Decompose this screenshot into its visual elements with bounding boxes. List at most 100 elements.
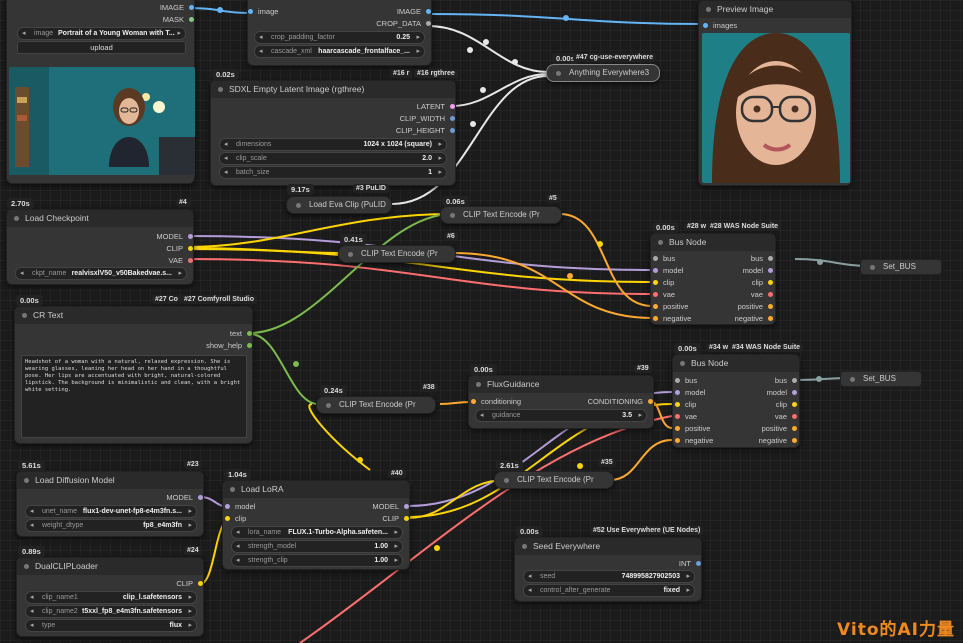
seed-widget[interactable]: ◂seed 748995827902503▸	[523, 570, 695, 583]
input-images[interactable]: images	[703, 21, 737, 30]
clip-text-encode-6-node[interactable]: CLIP Text Encode (Pr	[338, 245, 456, 263]
dual-clip-loader-node[interactable]: DualCLIPLoader CLIP ◂clip_name1 clip_l.s…	[16, 557, 204, 637]
cascade-xml-widget[interactable]: ◂cascade_xml haarcascade_frontalface_...…	[254, 45, 425, 58]
load-image-node[interactable]: IMAGE MASK ◂ image Portrait of a Young W…	[6, 0, 195, 184]
input-conditioning[interactable]: conditioning	[471, 397, 521, 406]
ckpt-name-widget[interactable]: ◂ckpt_name realvisxlV50_v50Bakedvae.s...…	[15, 267, 187, 280]
watermark-logo: Vito的AI力量	[837, 620, 955, 640]
output-positive[interactable]: positive	[762, 424, 797, 433]
input-positive[interactable]: positive	[653, 302, 688, 311]
clip-text-encode-5-node[interactable]: CLIP Text Encode (Pr	[440, 206, 562, 224]
input-bus[interactable]: bus	[653, 254, 675, 263]
output-int[interactable]: INT	[679, 559, 701, 568]
output-negative[interactable]: negative	[735, 314, 773, 323]
output-negative[interactable]: negative	[759, 436, 797, 445]
output-bus[interactable]: bus	[751, 254, 773, 263]
output-conditioning[interactable]: CONDITIONING	[588, 397, 653, 406]
load-diffusion-model-node[interactable]: Load Diffusion Model MODEL ◂unet_name fl…	[16, 471, 204, 537]
output-vae[interactable]: vae	[751, 290, 773, 299]
output-clip-width[interactable]: CLIP_WIDTH	[400, 114, 455, 123]
strength-model-widget[interactable]: ◂strength_model 1.00▸	[231, 540, 403, 553]
input-model[interactable]: model	[653, 266, 683, 275]
bus-node-34[interactable]: Bus Node bus model clip vae positive neg…	[672, 354, 800, 448]
output-vae[interactable]: vae	[775, 412, 797, 421]
input-vae[interactable]: vae	[675, 412, 697, 421]
flux-guidance-node[interactable]: FluxGuidance conditioning CONDITIONING ◂…	[468, 375, 654, 429]
face-crop-node[interactable]: image IMAGE CROP_DATA ◂crop_padding_fact…	[247, 0, 432, 66]
output-clip-height[interactable]: CLIP_HEIGHT	[396, 126, 455, 135]
load-eva-clip-node[interactable]: Load Eva Clip (PuLID	[286, 196, 392, 214]
load-lora-node[interactable]: Load LoRA model clip MODEL CLIP ◂lora_na…	[222, 480, 410, 570]
output-model[interactable]: MODEL	[166, 493, 203, 502]
type-widget[interactable]: ◂type flux▸	[25, 619, 197, 632]
wire-clip-to-clip6	[187, 247, 347, 254]
image-select-widget[interactable]: ◂ image Portrait of a Young Woman with T…	[17, 27, 186, 40]
output-clip[interactable]: CLIP	[176, 579, 203, 588]
strength-clip-widget[interactable]: ◂strength_clip 1.00▸	[231, 554, 403, 567]
upload-button[interactable]: upload	[17, 41, 186, 54]
guidance-widget[interactable]: ◂guidance 3.5▸	[475, 409, 647, 422]
output-text[interactable]: text	[230, 329, 252, 338]
diffusion-id-badge: #23	[184, 460, 202, 469]
input-negative[interactable]: negative	[675, 436, 713, 445]
clip-name2-widget[interactable]: ◂clip_name2 t5xxl_fp8_e4m3fn.safetensors…	[25, 605, 197, 618]
weight-dtype-widget[interactable]: ◂weight_dtype fp8_e4m3fn▸	[25, 519, 197, 532]
lora-name-widget[interactable]: ◂lora_name FLUX.1-Turbo-Alpha.safeten...…	[231, 526, 403, 539]
input-clip[interactable]: clip	[225, 514, 246, 523]
input-image[interactable]: image	[248, 7, 278, 16]
input-clip[interactable]: clip	[653, 278, 674, 287]
output-mask[interactable]: MASK	[163, 15, 194, 24]
crop-padding-widget[interactable]: ◂crop_padding_factor 0.25▸	[254, 31, 425, 44]
cr-text-node[interactable]: CR Text text show_help Headshot of a wom…	[14, 306, 253, 444]
output-clip[interactable]: CLIP	[166, 244, 193, 253]
output-positive[interactable]: positive	[738, 302, 773, 311]
clip6-time-badge: 0.41s	[340, 234, 367, 245]
set-bus-node-2[interactable]: Set_BUS	[840, 371, 922, 387]
load-checkpoint-node[interactable]: Load Checkpoint MODEL CLIP VAE ◂ckpt_nam…	[6, 209, 194, 285]
output-clip[interactable]: clip	[776, 400, 797, 409]
clip-scale-widget[interactable]: ◂clip_scale 2.0▸	[219, 152, 447, 165]
bus-node-28[interactable]: Bus Node bus model clip vae positive neg…	[650, 233, 776, 325]
output-model[interactable]: model	[743, 266, 773, 275]
seed-everywhere-node[interactable]: Seed Everywhere INT ◂seed 74899582790250…	[514, 537, 702, 602]
output-model[interactable]: MODEL	[156, 232, 193, 241]
output-image[interactable]: IMAGE	[160, 3, 194, 12]
batch-size-widget[interactable]: ◂batch_size 1▸	[219, 166, 447, 179]
output-bus[interactable]: bus	[775, 376, 797, 385]
output-latent[interactable]: LATENT	[417, 102, 455, 111]
unet-name-widget[interactable]: ◂unet_name flux1-dev-unet-fp8-e4m3fn.s..…	[25, 505, 197, 518]
control-after-generate-widget[interactable]: ◂control_after_generate fixed▸	[523, 584, 695, 597]
dualclip-time-badge: 0.89s	[18, 546, 45, 557]
dimensions-widget[interactable]: ◂dimensions 1024 x 1024 (square)▸	[219, 138, 447, 151]
preview-image-node[interactable]: Preview Image images	[698, 0, 852, 186]
input-bus[interactable]: bus	[675, 376, 697, 385]
clip-text-encode-35-node[interactable]: CLIP Text Encode (Pr	[494, 471, 614, 489]
input-model[interactable]: model	[675, 388, 705, 397]
output-model[interactable]: MODEL	[372, 502, 409, 511]
sdxl-empty-latent-node[interactable]: SDXL Empty Latent Image (rgthree) LATENT…	[210, 80, 456, 186]
checkpoint-time-badge: 2.70s	[7, 198, 34, 209]
input-model[interactable]: model	[225, 502, 255, 511]
anything-everywhere-node[interactable]: Anything Everywhere3	[546, 64, 660, 82]
input-negative[interactable]: negative	[653, 314, 691, 323]
output-image[interactable]: IMAGE	[397, 7, 431, 16]
input-vae[interactable]: vae	[653, 290, 675, 299]
input-positive[interactable]: positive	[675, 424, 710, 433]
output-model[interactable]: model	[767, 388, 797, 397]
set-bus-node-1[interactable]: Set_BUS	[860, 259, 942, 275]
output-crop-data[interactable]: CROP_DATA	[376, 19, 431, 28]
bus34-time-badge: 0.00s	[674, 343, 701, 354]
output-vae[interactable]: VAE	[169, 256, 193, 265]
node-title: DualCLIPLoader	[17, 558, 203, 575]
wire-text-to-clip38	[249, 333, 319, 405]
clip-name1-widget[interactable]: ◂clip_name1 clip_l.safetensors▸	[25, 591, 197, 604]
crtext-id-badge: #27 Comfyroll Studio	[181, 295, 258, 304]
output-clip[interactable]: CLIP	[382, 514, 409, 523]
output-show-help[interactable]: show_help	[206, 341, 252, 350]
output-clip[interactable]: clip	[752, 278, 773, 287]
prompt-textarea[interactable]: Headshot of a woman with a natural, rela…	[21, 355, 247, 438]
dualclip-id-badge: #24	[184, 546, 202, 555]
clip-text-encode-38-node[interactable]: CLIP Text Encode (Pr	[316, 396, 436, 414]
clip5-id-badge: #5	[546, 194, 560, 203]
input-clip[interactable]: clip	[675, 400, 696, 409]
